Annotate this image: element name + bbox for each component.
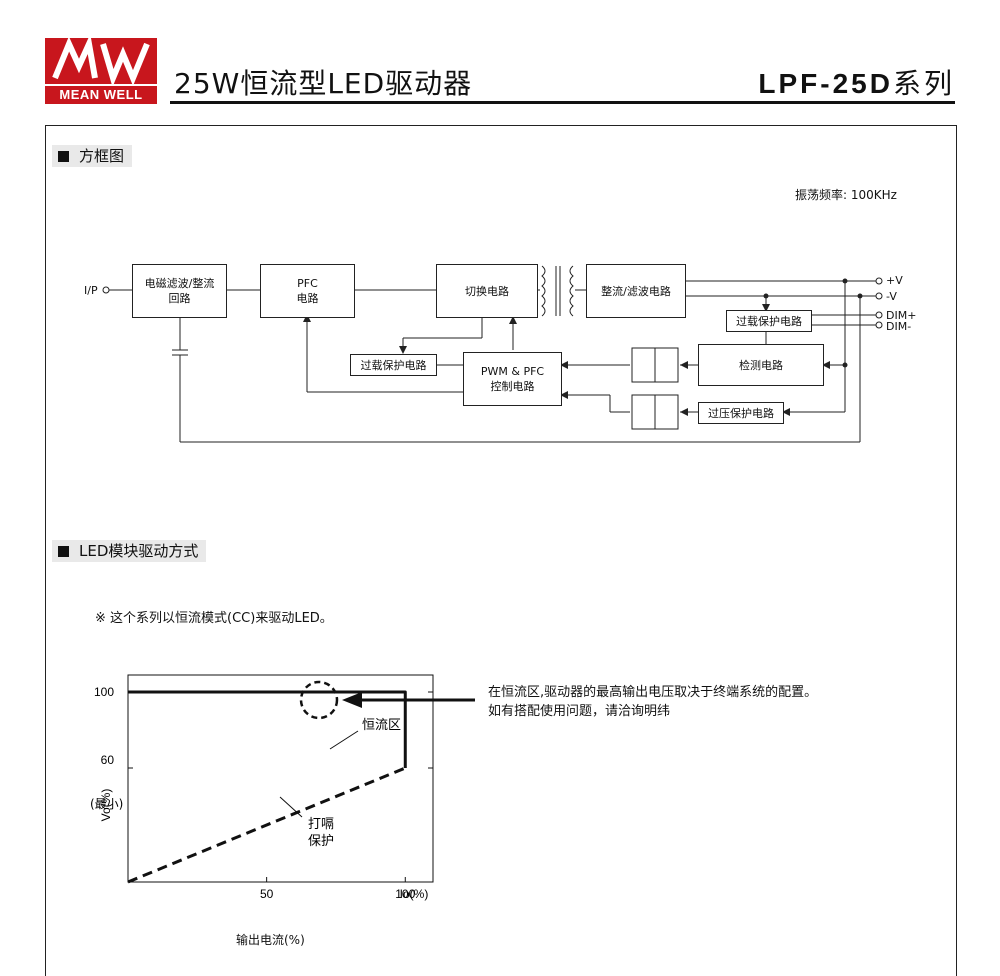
section-heading-led-drive: LED模块驱动方式 <box>52 540 207 562</box>
drive-mode-note: ※ 这个系列以恒流模式(CC)来驱动LED。 <box>95 611 333 626</box>
cc-region-label: 恒流区 <box>362 718 401 733</box>
hiccup-series-line <box>127 766 406 884</box>
y-axis-title: Vo(%) <box>99 789 113 822</box>
cc-annotation: 在恒流区,驱动器的最高输出电压取决于终端系统的配置。 如有搭配使用问题，请洽询明… <box>488 683 817 721</box>
output-plus-v: +V <box>886 274 903 287</box>
bullet-square-icon <box>58 151 69 162</box>
x-axis-unit-label: Io(%) <box>400 887 429 901</box>
x-axis-title: 输出电流(%) <box>236 933 305 947</box>
block-diagram-wires <box>102 265 883 443</box>
x-tick-label-100: 100 <box>395 887 415 901</box>
pfc-label-1: PFC <box>297 277 318 290</box>
section-heading-text: LED模块驱动方式 <box>79 542 199 560</box>
emi-filter-label-2: 回路 <box>168 292 191 305</box>
emi-filter-block: 电磁滤波/整流回路 <box>132 264 227 318</box>
cc-annotation-line-1: 在恒流区,驱动器的最高输出电压取决于终端系统的配置。 <box>488 685 818 700</box>
series-suffix: 系列 <box>892 67 955 100</box>
output-minus-v: -V <box>886 290 897 303</box>
output-dim-plus: DIM+ <box>886 309 917 322</box>
overload-protection-block-out: 过载保护电路 <box>726 310 812 332</box>
annotation-arrow-head-icon <box>342 692 362 708</box>
pwm-label-1: PWM & PFC <box>480 365 545 378</box>
hiccup-label-2: 保护 <box>308 834 334 849</box>
input-label: I/P <box>84 284 98 297</box>
emi-filter-label-1: 电磁滤波/整流 <box>144 277 215 290</box>
vi-curve-svg: 50 100 60 100 恒流区 打嗝 保护 Vo(%) (最小) Io(%) <box>90 674 475 901</box>
pwm-pfc-control-block: PWM & PFC 控制电路 <box>463 352 562 406</box>
hiccup-label-1: 打嗝 <box>308 817 334 832</box>
chart-ticks: 50 100 60 100 <box>94 685 433 901</box>
detection-block: 检测电路 <box>698 344 824 386</box>
cc-region-leader <box>329 730 359 750</box>
cc-series-line <box>128 690 407 768</box>
plot-frame <box>127 674 434 883</box>
output-dim-minus: DIM- <box>886 320 912 333</box>
bullet-square-icon <box>58 546 69 557</box>
x-tick-label-50: 50 <box>260 887 274 901</box>
title-rule <box>170 101 955 104</box>
section-heading-text: 方框图 <box>79 147 125 165</box>
knee-highlight-circle <box>299 680 339 720</box>
series-name: LPF-25D系列 <box>758 62 955 102</box>
y-min-note: (最小) <box>90 797 123 811</box>
section-heading-block-diagram: 方框图 <box>52 145 133 167</box>
switching-block: 切换电路 <box>436 264 538 318</box>
chart-marks <box>127 690 407 884</box>
page-title: 25W恒流型LED驱动器 <box>174 67 473 100</box>
series-model: LPF-25D <box>758 68 893 99</box>
y-tick-label-100: 100 <box>94 685 114 699</box>
rectifier-filter-block: 整流/滤波电路 <box>586 264 686 318</box>
hiccup-leader <box>279 796 303 818</box>
y-tick-label-60: 60 <box>101 753 115 767</box>
ovp-block: 过压保护电路 <box>698 402 784 424</box>
chart-axes <box>127 674 434 883</box>
mw-mark-icon <box>52 33 150 87</box>
vi-curve-chart: 50 100 60 100 恒流区 打嗝 保护 Vo(%) (最小) Io(%) <box>80 665 880 965</box>
pfc-block: PFC 电路 <box>260 264 355 318</box>
overload-protection-block-in: 过载保护电路 <box>350 354 437 376</box>
cc-annotation-line-2: 如有搭配使用问题，请洽询明纬 <box>488 704 671 719</box>
pwm-label-2: 控制电路 <box>490 380 535 393</box>
pfc-label-2: 电路 <box>296 292 319 305</box>
content-frame <box>45 125 957 976</box>
logo-mw-mark <box>45 33 157 87</box>
oscillation-frequency: 振荡频率: 100KHz <box>795 188 897 202</box>
logo-wordmark: MEAN WELL <box>45 86 157 104</box>
mean-well-logo: MEAN WELL <box>45 33 157 104</box>
